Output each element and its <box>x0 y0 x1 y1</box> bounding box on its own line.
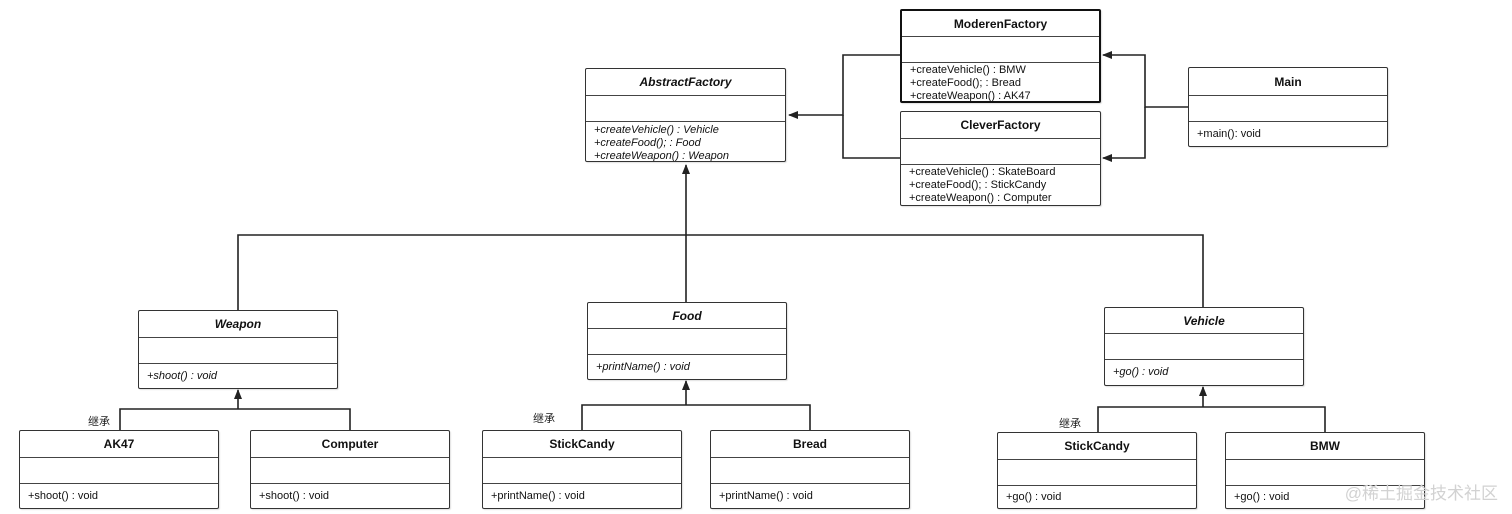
stickcandy-food-op: +printName() : void <box>491 489 585 502</box>
stickcandy-vehicle-class[interactable]: StickCandy +go() : void <box>997 432 1197 509</box>
ak47-op: +shoot() : void <box>28 489 99 502</box>
vehicle-to-abstract-factory-line <box>686 234 1204 307</box>
weapon-class[interactable]: Weapon +shoot() : void <box>138 310 338 389</box>
abstract-factory-op: +createFood(); : Food <box>594 137 701 149</box>
ak47-class[interactable]: AK47 +shoot() : void <box>19 430 219 509</box>
computer-title: Computer <box>251 431 449 458</box>
weapon-to-abstract-factory-line <box>237 234 686 310</box>
computer-operations: +shoot() : void <box>251 484 449 508</box>
abstract-factory-op: +createWeapon() : Weapon <box>594 150 730 162</box>
moderen-factory-op: +createWeapon() : AK47 <box>910 90 1031 102</box>
ak47-operations: +shoot() : void <box>20 484 218 508</box>
moderen-factory-class[interactable]: ModerenFactory +createVehicle() : BMW +c… <box>900 9 1101 103</box>
stickcandy-inherits-vehicle-line <box>1097 406 1203 432</box>
abstract-factory-class[interactable]: AbstractFactory +createVehicle() : Vehic… <box>585 68 786 162</box>
ak47-attributes <box>20 458 218 484</box>
computer-inherits-weapon-line <box>238 408 351 430</box>
stickcandy-food-title: StickCandy <box>483 431 681 458</box>
clever-factory-attributes <box>901 139 1100 165</box>
inherit-label-food: 继承 <box>533 413 555 425</box>
vehicle-attributes <box>1105 334 1303 360</box>
stickcandy-vehicle-op: +go() : void <box>1006 490 1062 503</box>
clever-factory-title: CleverFactory <box>901 112 1100 139</box>
bmw-op: +go() : void <box>1234 490 1290 503</box>
computer-op: +shoot() : void <box>259 489 330 502</box>
main-operations: +main(): void <box>1189 122 1387 146</box>
bmw-inherits-vehicle-line <box>1203 406 1326 432</box>
weapon-op: +shoot() : void <box>147 369 218 382</box>
inherit-label-weapon: 继承 <box>88 416 110 428</box>
vehicle-title: Vehicle <box>1105 308 1303 334</box>
computer-attributes <box>251 458 449 484</box>
bmw-class[interactable]: BMW +go() : void <box>1225 432 1425 509</box>
bread-attributes <box>711 458 909 484</box>
clever-factory-op: +createFood(); : StickCandy <box>909 179 1047 191</box>
moderen-factory-op: +createFood(); : Bread <box>910 77 1021 89</box>
moderen-factory-to-abstract-factory-line <box>788 54 901 119</box>
weapon-operations: +shoot() : void <box>139 364 337 388</box>
weapon-attributes <box>139 338 337 364</box>
food-attributes <box>588 329 786 355</box>
bread-title: Bread <box>711 431 909 458</box>
clever-factory-op: +createVehicle() : SkateBoard <box>909 166 1056 178</box>
stickcandy-food-attributes <box>483 458 681 484</box>
computer-class[interactable]: Computer +shoot() : void <box>250 430 450 509</box>
food-class[interactable]: Food +printName() : void <box>587 302 787 380</box>
weapon-title: Weapon <box>139 311 337 338</box>
bread-inherits-food-line <box>686 404 811 430</box>
main-attributes <box>1189 96 1387 122</box>
moderen-factory-op: +createVehicle() : BMW <box>910 64 1026 76</box>
main-class[interactable]: Main +main(): void <box>1188 67 1388 147</box>
clever-factory-operations: +createVehicle() : SkateBoard +createFoo… <box>901 165 1100 205</box>
food-title: Food <box>588 303 786 329</box>
ak47-title: AK47 <box>20 431 218 458</box>
bmw-operations: +go() : void <box>1226 486 1424 508</box>
watermark-text: @稀土掘金技术社区 <box>1344 484 1498 503</box>
vehicle-op: +go() : void <box>1113 366 1169 378</box>
stickcandy-vehicle-operations: +go() : void <box>998 486 1196 508</box>
stickcandy-inherits-food-line <box>581 404 686 430</box>
abstract-factory-op: +createVehicle() : Vehicle <box>594 124 719 136</box>
clever-factory-to-abstract-factory-line <box>842 115 901 159</box>
main-to-clever-factory-line <box>1102 107 1146 162</box>
abstract-factory-title: AbstractFactory <box>586 69 785 96</box>
moderen-factory-attributes <box>902 37 1099 63</box>
vehicle-class[interactable]: Vehicle +go() : void <box>1104 307 1304 386</box>
bread-op: +printName() : void <box>719 489 813 502</box>
food-operations: +printName() : void <box>588 355 786 379</box>
abstract-factory-attributes <box>586 96 785 122</box>
abstract-factory-operations: +createVehicle() : Vehicle +createFood()… <box>586 122 785 162</box>
clever-factory-class[interactable]: CleverFactory +createVehicle() : SkateBo… <box>900 111 1101 206</box>
stickcandy-food-class[interactable]: StickCandy +printName() : void <box>482 430 682 509</box>
clever-factory-op: +createWeapon() : Computer <box>909 192 1052 204</box>
stickcandy-vehicle-title: StickCandy <box>998 433 1196 460</box>
stickcandy-food-operations: +printName() : void <box>483 484 681 508</box>
vehicle-operations: +go() : void <box>1105 360 1303 385</box>
ak47-inherits-weapon-line <box>119 408 238 430</box>
main-op: +main(): void <box>1197 127 1261 140</box>
inherit-label-vehicle: 继承 <box>1059 418 1081 430</box>
food-op: +printName() : void <box>596 360 690 373</box>
bmw-attributes <box>1226 460 1424 486</box>
bread-operations: +printName() : void <box>711 484 909 508</box>
main-title: Main <box>1189 68 1387 96</box>
main-to-moderen-factory-line <box>1102 51 1188 108</box>
bread-class[interactable]: Bread +printName() : void <box>710 430 910 509</box>
bmw-title: BMW <box>1226 433 1424 460</box>
stickcandy-vehicle-attributes <box>998 460 1196 486</box>
moderen-factory-operations: +createVehicle() : BMW +createFood(); : … <box>902 63 1099 102</box>
moderen-factory-title: ModerenFactory <box>902 11 1099 37</box>
